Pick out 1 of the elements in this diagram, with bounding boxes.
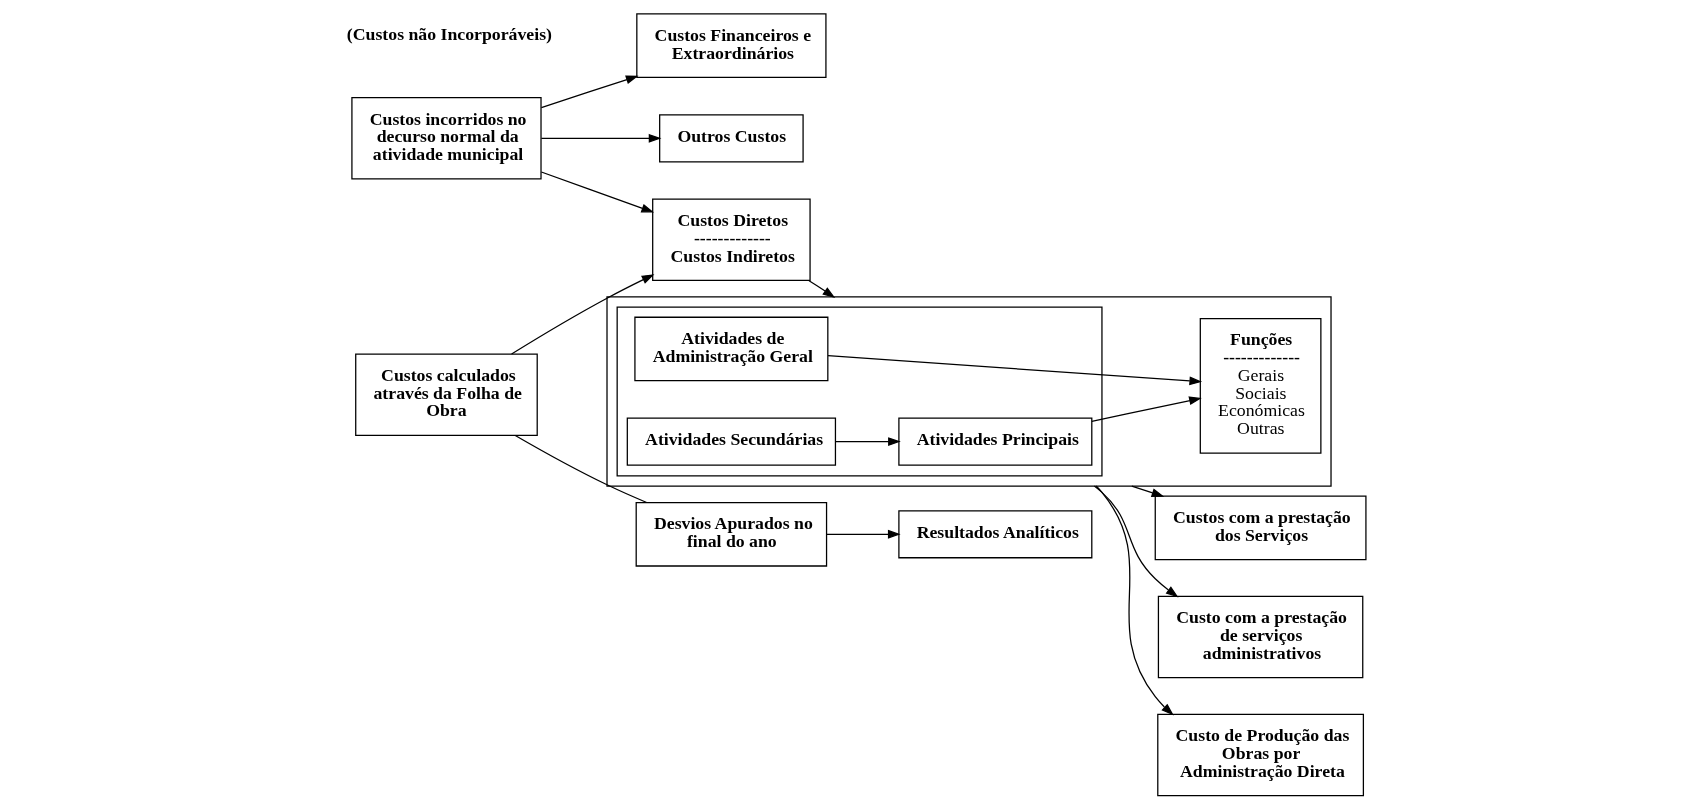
label: (Custos não Incorporáveis): [346, 24, 552, 45]
